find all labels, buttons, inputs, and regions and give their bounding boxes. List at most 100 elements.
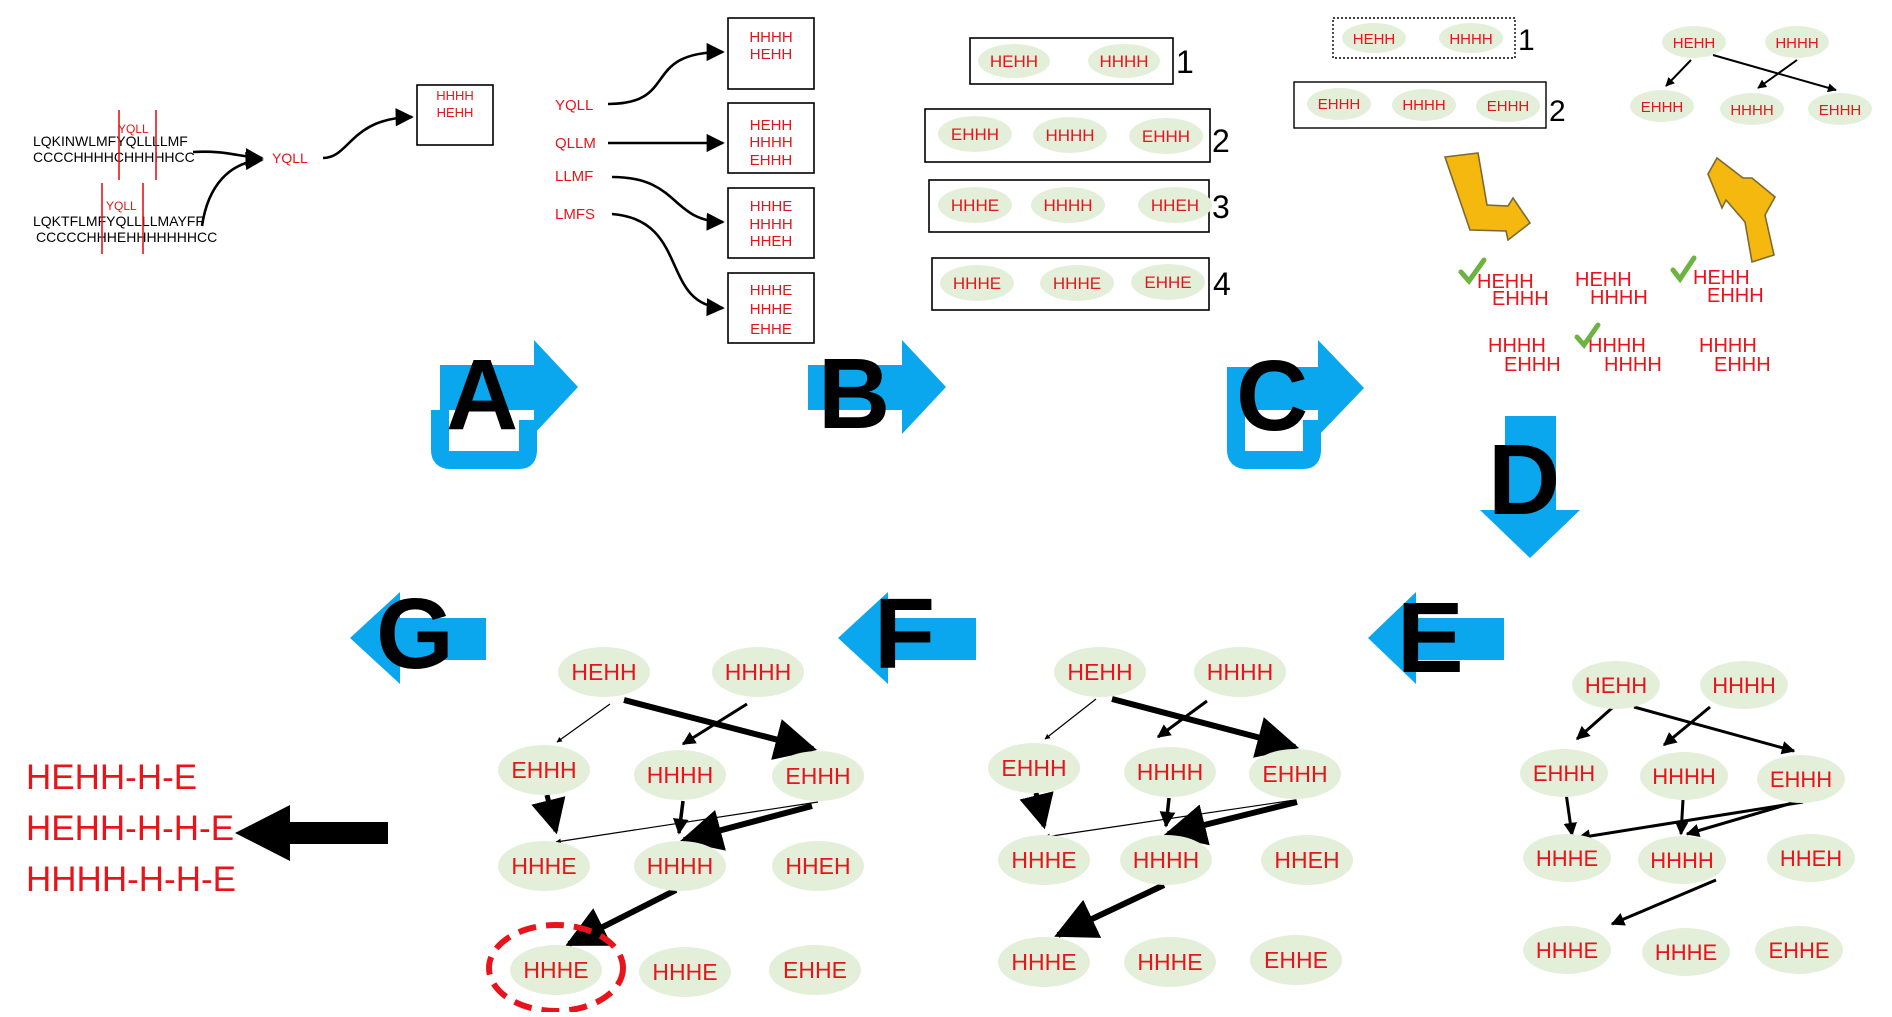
tree-edge — [1712, 54, 1837, 93]
ss-node — [938, 116, 1012, 152]
pair-bottom: EHHH — [1707, 285, 1764, 307]
ss-node — [1392, 89, 1456, 121]
ss-label: HHHE — [1053, 274, 1101, 293]
tree-node — [1630, 90, 1694, 122]
graph-edge — [555, 801, 819, 844]
pair-top: HEHH — [1693, 267, 1750, 289]
graph-node-label: HHHE — [652, 959, 717, 985]
tree-label: EHHH — [1819, 102, 1862, 119]
graph-node-label: EHHE — [1768, 938, 1829, 963]
graph-node — [1523, 834, 1611, 882]
graph-node-label: EHHH — [511, 757, 576, 783]
pair-top: HHHH — [1488, 335, 1546, 357]
tree-edge — [1665, 59, 1692, 87]
graph-node-label: HHHE — [1137, 949, 1202, 975]
graph-node-label: HHEH — [1780, 846, 1842, 871]
graph-node-label: HHHE — [1536, 938, 1598, 963]
ss2: CCCCCHHHEHHHHHHHCC — [36, 229, 217, 245]
row-number: 3 — [1212, 189, 1230, 225]
ss-node — [1476, 90, 1540, 122]
graph-node-label: HHHE — [1536, 846, 1598, 871]
step-letter: F — [874, 578, 935, 690]
pair-top: HHHH — [1699, 335, 1757, 357]
graph-edge — [1044, 698, 1097, 740]
ss-label: EHHH — [1487, 98, 1530, 115]
row-box — [1332, 17, 1516, 59]
panel-a: LQKINWLMFYQLLLLMF CCCCHHHHCHHHHHCC YQLL … — [33, 84, 494, 254]
fragment-box — [416, 84, 494, 146]
ss-label: HHHH — [1099, 52, 1148, 71]
fragment-label: QLLM — [555, 135, 596, 152]
graph-edge — [681, 702, 748, 746]
fragment-arrow — [611, 175, 725, 231]
graph-node-label: HHHE — [511, 853, 576, 879]
merge-arrow-2 — [200, 151, 264, 227]
graph-node — [1572, 661, 1660, 709]
ss-node — [978, 44, 1050, 78]
ss-label: HHHE — [953, 274, 1001, 293]
graph-node — [772, 751, 864, 801]
graph-edge — [1633, 705, 1796, 755]
pair-bottom: HHHH — [1590, 287, 1648, 309]
graph-edge — [672, 800, 689, 835]
box-line: HEHH — [750, 117, 793, 134]
graph-edge — [1576, 800, 1804, 843]
to-box-arrow — [322, 108, 414, 160]
graph-node-label: EHHH — [1001, 755, 1066, 781]
graph-node — [1124, 747, 1216, 797]
graph-node — [1124, 937, 1216, 987]
ss-node — [1088, 44, 1160, 78]
graph-node — [1523, 926, 1611, 974]
ss-label: HHHH — [1045, 126, 1094, 145]
ss-node — [1129, 118, 1203, 154]
box-line: EHHH — [750, 152, 793, 169]
graph-node — [1767, 834, 1855, 882]
step-arrow-b: B — [808, 338, 946, 450]
box-line: HHEH — [750, 233, 793, 250]
graph-node — [1755, 926, 1843, 974]
graph-node — [1194, 647, 1286, 697]
tree-node — [1720, 93, 1784, 125]
orange-arrow-left — [1443, 152, 1532, 242]
graph-edge — [679, 803, 813, 851]
arrow-left-icon — [1368, 592, 1504, 684]
graph-node-label: HHHE — [1011, 949, 1076, 975]
graph-node — [634, 750, 726, 800]
graph-node-label: EHHE — [1264, 947, 1328, 973]
graph-node — [1642, 928, 1730, 976]
graph-edge — [1662, 705, 1711, 747]
result-line: HEHH-H-H-E — [26, 809, 235, 848]
graph-edge — [1019, 791, 1054, 830]
arrow-right-icon — [808, 340, 946, 434]
fragment-arrow — [607, 42, 725, 106]
row-number: 1 — [1518, 24, 1535, 57]
graph-node-label: HHHH — [1712, 673, 1776, 698]
graph-node — [998, 835, 1090, 885]
graph-node — [712, 647, 804, 697]
graph-node-label: HHHE — [523, 957, 588, 983]
tree-label: HHHH — [1775, 35, 1818, 52]
ss-node — [1307, 88, 1371, 120]
ss-label: HEHH — [1353, 31, 1396, 48]
graph-edge — [1156, 699, 1208, 739]
tree-label: HEHH — [1673, 35, 1716, 52]
loop-icon — [1227, 410, 1321, 469]
graph-node — [1700, 661, 1788, 709]
step-arrow-f: F — [838, 578, 976, 690]
step-arrow-a: A — [431, 339, 578, 469]
arrow-right-icon — [440, 340, 578, 434]
graph-node-label: HHHH — [725, 659, 791, 685]
row-number: 2 — [1212, 123, 1230, 159]
box-line: EHHE — [750, 321, 792, 338]
ss-node — [1033, 117, 1107, 153]
graph-node — [634, 841, 726, 891]
ss-node — [1031, 187, 1105, 223]
panel-b-fragments: YQLL QLLM LLMF LMFS HHHH HEHH HEHH HHHH … — [555, 17, 815, 344]
panel-c: HEHH HHHH 1 EHHH HHHH EHHH 2 HEHH HHHH E… — [1293, 17, 1872, 376]
box-line: HHHE — [750, 198, 793, 215]
candidate-box — [727, 187, 815, 259]
graph-node-label: EHHH — [785, 763, 850, 789]
graph-node — [772, 841, 864, 891]
seq1: LQKINWLMFYQLLLLMF — [33, 133, 188, 149]
graph-node-label: HHHH — [1133, 847, 1199, 873]
